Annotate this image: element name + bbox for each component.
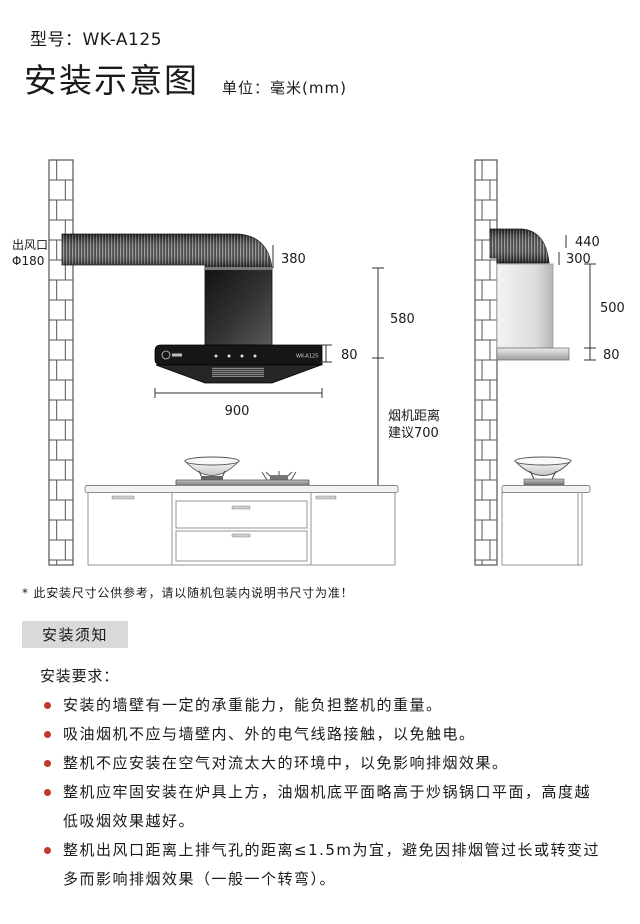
- range-hood-side: [496, 263, 570, 361]
- dimension-500: 500 80: [584, 263, 625, 363]
- burner-right: [261, 471, 297, 481]
- hood-grease-filter: [212, 367, 264, 377]
- hood-side-panel: [496, 263, 554, 349]
- dimension-label: 80: [341, 348, 358, 363]
- burner-base: [201, 476, 223, 480]
- wok-side: [513, 456, 573, 486]
- range-hood-front: WK-A125: [154, 267, 323, 384]
- list-item-text-continued: 低吸烟效果越好。: [63, 812, 196, 830]
- hood-panel-model: WK-A125: [296, 354, 318, 360]
- distance-recommendation: 建议700: [388, 426, 439, 441]
- wall-outline: [474, 159, 498, 566]
- installation-diagram: 出风口 Φ180 WK-A125 380 580 80: [12, 159, 625, 566]
- right-wall: [474, 159, 498, 566]
- burner-stand: [529, 470, 557, 480]
- list-item-text: 整机应牢固安装在炉具上方，油烟机底平面略高于炒锅锅口平面，高度越: [63, 783, 592, 801]
- list-item: 安装的墙壁有一定的承重能力，能负担整机的重量。: [40, 691, 630, 720]
- list-item: 整机出风口距离上排气孔的距离≤1.5m为宜，避免因排烟管过长或转变过 多而影响排…: [40, 836, 630, 894]
- requirements-label: 安装要求：: [40, 667, 120, 685]
- exhaust-duct-front: [61, 233, 273, 269]
- bullet-dot: [44, 789, 51, 796]
- brand-logo: [161, 350, 182, 360]
- wok-rim: [514, 456, 572, 466]
- list-item-text: 整机不应安装在空气对流太大的环境中，以免影响排烟效果。: [63, 754, 509, 772]
- drawer: [175, 530, 308, 562]
- duct-shading: [490, 229, 549, 263]
- dimension-label: 300: [566, 252, 591, 267]
- duct-shading: [62, 234, 272, 268]
- exhaust-duct-side: [489, 228, 550, 264]
- outlet-label: 出风口: [12, 238, 48, 252]
- dimension-note: * 此安装尺寸公供参考，请以随机包装内说明书尺寸为准！: [22, 586, 354, 600]
- kitchen-side: [501, 456, 591, 566]
- bullet-dot: [44, 702, 51, 709]
- drawer-handle: [231, 533, 251, 538]
- model-number: 型号：WK-A125: [30, 30, 163, 50]
- dimension-label: 440: [575, 235, 600, 250]
- dimension-900: 900: [154, 388, 323, 419]
- countertop: [84, 485, 399, 493]
- drawer-handle: [231, 505, 251, 510]
- drawer: [175, 500, 308, 529]
- section-header-background: [22, 621, 128, 648]
- burner-base: [270, 475, 288, 480]
- logo-mark: [161, 350, 171, 360]
- control-button: [227, 354, 231, 358]
- dimension-label: 580: [390, 312, 415, 327]
- bullet-dot: [44, 847, 51, 854]
- section-title: 安装须知: [42, 626, 109, 644]
- control-button: [214, 354, 218, 358]
- list-item-text-continued: 多而影响排烟效果（一般一个转弯）。: [63, 870, 337, 888]
- dimension-380: 380: [272, 245, 306, 268]
- burner-base: [523, 478, 565, 486]
- hood-glass-panel: [204, 267, 273, 346]
- logo-wordmark: [172, 353, 182, 357]
- left-wall: [48, 159, 74, 566]
- dimension-580: 580: [372, 267, 415, 486]
- list-item-text: 吸油烟机不应与墙壁内、外的电气线路接触，以免触电。: [63, 725, 476, 743]
- requirements-list: 安装的墙壁有一定的承重能力，能负担整机的重量。 吸油烟机不应与墙壁内、外的电气线…: [40, 691, 630, 894]
- list-item: 整机不应安装在空气对流太大的环境中，以免影响排烟效果。: [40, 749, 630, 778]
- bullet-dot: [44, 731, 51, 738]
- dimension-label: 900: [225, 404, 250, 419]
- door-handle: [315, 495, 337, 500]
- wok-left: [183, 456, 241, 481]
- dimension-label: 80: [603, 348, 620, 363]
- unit-label: 单位：毫米(mm): [222, 79, 347, 97]
- wok-rim: [184, 456, 240, 466]
- distance-label: 烟机距离: [388, 408, 440, 424]
- hood-side-base: [496, 347, 570, 361]
- dimension-80-front: 80: [320, 344, 358, 363]
- control-button: [240, 354, 244, 358]
- control-button: [253, 354, 257, 358]
- countertop: [501, 485, 591, 493]
- list-item-text: 安装的墙壁有一定的承重能力，能负担整机的重量。: [63, 696, 443, 714]
- hood-top-trim: [205, 267, 272, 270]
- outlet-diameter: Φ180: [12, 254, 44, 268]
- bullet-dot: [44, 760, 51, 767]
- wall-outline: [48, 159, 74, 566]
- dimension-300: 300: [558, 252, 591, 267]
- list-item: 吸油烟机不应与墙壁内、外的电气线路接触，以免触电。: [40, 720, 630, 749]
- cabinet-body: [87, 492, 396, 566]
- kitchen-front: [84, 456, 399, 566]
- cabinet-body: [501, 492, 583, 566]
- list-item: 整机应牢固安装在炉具上方，油烟机底平面略高于炒锅锅口平面，高度越 低吸烟效果越好…: [40, 778, 630, 836]
- dimension-label: 500: [600, 301, 625, 316]
- dimension-440: 440: [565, 235, 600, 250]
- door-handle: [111, 495, 135, 500]
- list-item-text: 整机出风口距离上排气孔的距离≤1.5m为宜，避免因排烟管过长或转变过: [63, 841, 601, 859]
- page-title: 安装示意图: [24, 61, 199, 100]
- dimension-label: 380: [281, 252, 306, 267]
